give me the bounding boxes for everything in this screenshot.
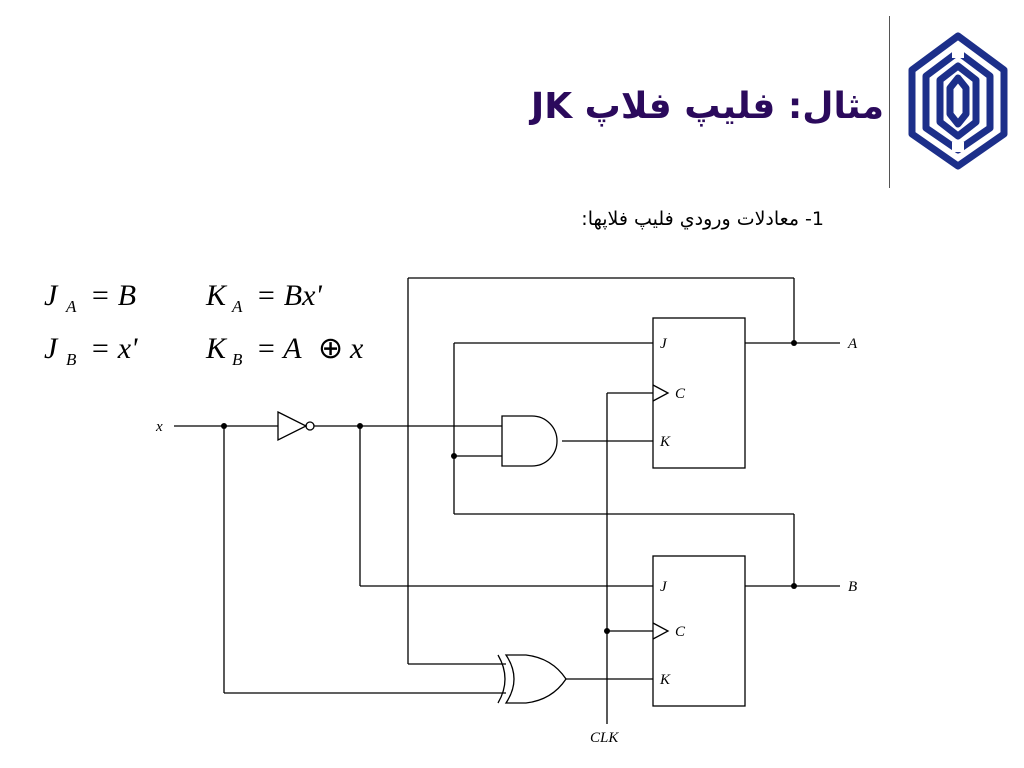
- input-equations: J A = B K A = Bx' J B = x' K B = A ⊕ x: [44, 279, 364, 369]
- label-output-a: A: [847, 336, 858, 352]
- eq-kb-rhs-x: x: [349, 332, 364, 365]
- eq-jb-sub: B: [66, 350, 77, 369]
- inverter-gate: [277, 410, 308, 442]
- ffa-j-label: J: [660, 336, 668, 352]
- section-subtitle: 1- معادلات ورودي فليپ فلاپها:: [581, 208, 824, 230]
- eq-jb-lhs: J: [44, 332, 59, 365]
- eq-ka-sub: A: [231, 297, 243, 316]
- and-gate: [501, 415, 558, 467]
- ffb-k-label: K: [659, 672, 671, 688]
- eq-ka-lhs: K: [205, 279, 228, 312]
- university-logo-icon: [908, 32, 1008, 170]
- eq-ja-rhs: = B: [90, 279, 136, 312]
- eq-kb-xor: ⊕: [318, 332, 343, 365]
- xor-gate: [504, 654, 567, 704]
- label-input-x: x: [155, 419, 163, 435]
- label-output-b: B: [848, 579, 857, 595]
- eq-ja-sub: A: [65, 297, 77, 316]
- eq-ja-lhs: J: [44, 279, 59, 312]
- eq-kb-lhs: K: [205, 332, 228, 365]
- eq-kb-sub: B: [232, 350, 243, 369]
- xor-gate-back: [497, 654, 506, 704]
- title-divider: [889, 16, 890, 188]
- eq-jb-rhs: = x': [90, 332, 138, 365]
- ffb-c-label: C: [675, 624, 686, 640]
- ffb-j-label: J: [660, 579, 668, 595]
- ffa-k-label: K: [659, 434, 671, 450]
- eq-kb-rhs-a: = A: [256, 332, 302, 365]
- label-clock: CLK: [590, 730, 619, 746]
- page-title: مثال: فلیپ فلاپ JK: [530, 86, 884, 127]
- ffa-c-label: C: [675, 386, 686, 402]
- eq-ka-rhs: = Bx': [256, 279, 322, 312]
